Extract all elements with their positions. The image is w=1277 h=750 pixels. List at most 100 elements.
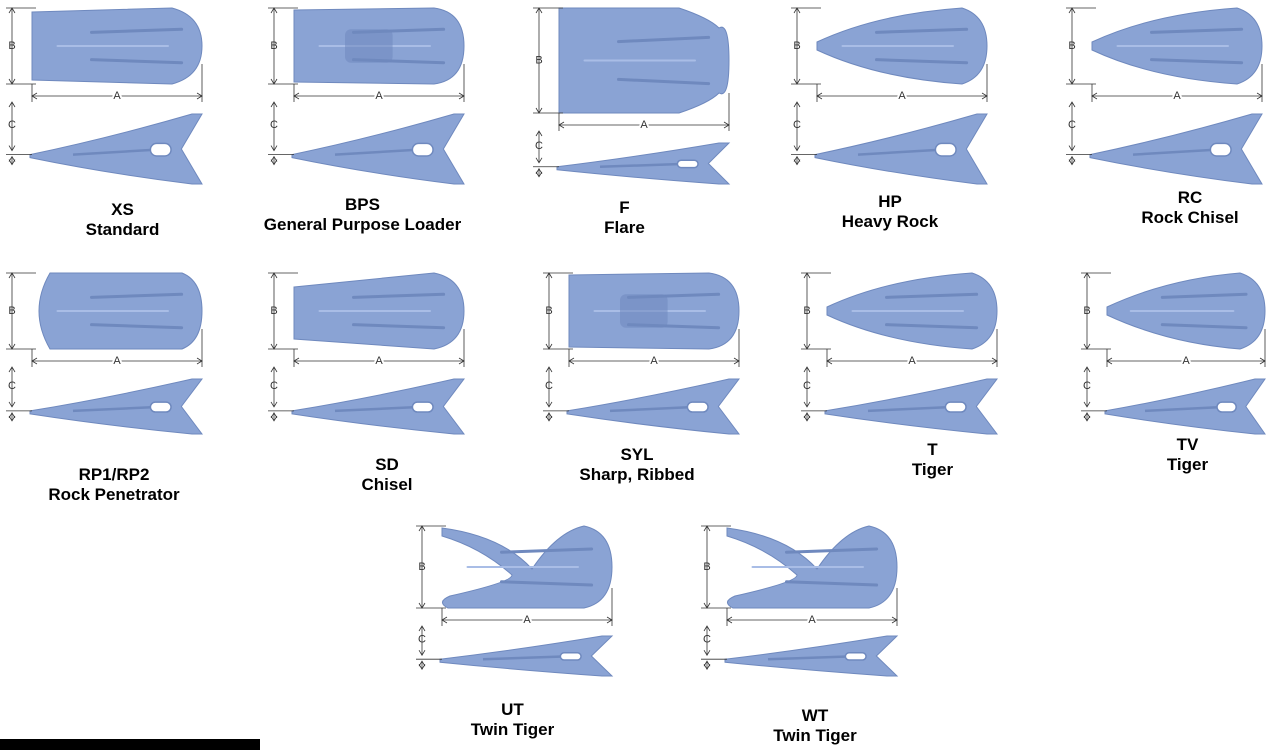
dimension-label-a: A bbox=[113, 355, 121, 367]
arrow-head bbox=[545, 415, 553, 422]
arrow-head bbox=[703, 602, 711, 609]
arrow-head bbox=[196, 92, 203, 100]
tooth-ut-caption: UT Twin Tiger bbox=[415, 700, 610, 740]
arrow-head bbox=[703, 660, 711, 667]
tooth-body bbox=[814, 113, 988, 185]
side-view bbox=[1104, 378, 1266, 435]
top-view bbox=[38, 272, 203, 350]
tooth-rc-drawing: BAC bbox=[1066, 7, 1263, 185]
dimension-label-c: C bbox=[8, 380, 16, 392]
arrow-head bbox=[418, 663, 426, 670]
arrow-head bbox=[8, 401, 16, 408]
dimension-label-c: C bbox=[535, 140, 543, 152]
dimension-label-c: C bbox=[1068, 119, 1076, 131]
top-view bbox=[441, 525, 613, 609]
tooth-t-caption: T Tiger bbox=[835, 440, 1030, 480]
arrow-head bbox=[31, 357, 38, 365]
top-view bbox=[1091, 7, 1263, 85]
tooth-name: Tiger bbox=[911, 460, 954, 479]
arrow-head bbox=[1083, 272, 1091, 279]
arrow-head bbox=[535, 171, 543, 178]
tooth-bps-caption: BPS General Purpose Loader bbox=[250, 195, 475, 235]
dimension-label-b: B bbox=[270, 305, 277, 317]
side-view bbox=[556, 142, 731, 185]
tooth-ridge bbox=[617, 35, 711, 44]
tooth-ridge bbox=[875, 58, 969, 65]
tooth-rp1-rp2-caption: RP1/RP2 Rock Penetrator bbox=[0, 465, 228, 505]
top-view bbox=[293, 7, 465, 85]
tooth-name: General Purpose Loader bbox=[263, 215, 462, 234]
pin-hole bbox=[676, 159, 699, 169]
dimension-label-a: A bbox=[908, 355, 916, 367]
dimension-label-c: C bbox=[1083, 380, 1091, 392]
arrow-head bbox=[1083, 366, 1091, 373]
tooth-wt-caption: WT Twin Tiger bbox=[700, 706, 930, 746]
tooth-f-drawing: B A C bbox=[533, 7, 731, 185]
tooth-code: TV bbox=[1176, 435, 1199, 454]
tooth-xs-drawing: BAC bbox=[6, 7, 203, 185]
dimension-label-b: B bbox=[8, 305, 15, 317]
arrow-head bbox=[545, 412, 553, 419]
tooth-code: RP1/RP2 bbox=[78, 465, 150, 484]
tooth-code: SYL bbox=[620, 445, 654, 464]
tooth-name: Rock Chisel bbox=[1141, 208, 1239, 227]
arrow-head bbox=[270, 7, 278, 14]
tooth-ridge bbox=[885, 292, 979, 299]
arrow-head bbox=[8, 78, 16, 85]
dimension-label-c: C bbox=[545, 380, 553, 392]
arrow-head bbox=[723, 121, 730, 129]
arrow-head bbox=[703, 525, 711, 532]
tooth-ridge bbox=[500, 580, 594, 587]
tooth-sd-drawing: BAC bbox=[268, 272, 466, 435]
pin-hole bbox=[149, 401, 172, 413]
arrow-head bbox=[458, 92, 465, 100]
arrow-head bbox=[270, 78, 278, 85]
arrow-head bbox=[793, 145, 801, 152]
tooth-rp1-rp2: B A C RP1/RP2 Rock Penetrator bbox=[0, 265, 230, 510]
arrow-head bbox=[535, 168, 543, 174]
tooth-name: Chisel bbox=[361, 475, 413, 494]
dimension-label-c: C bbox=[803, 380, 811, 392]
top-view bbox=[826, 272, 998, 350]
arrow-head bbox=[8, 272, 16, 279]
arrow-head bbox=[418, 625, 426, 632]
arrow-head bbox=[545, 272, 553, 279]
arrow-head bbox=[803, 366, 811, 373]
tooth-code: T bbox=[927, 440, 938, 459]
top-view bbox=[1106, 272, 1266, 350]
tooth-name: Twin Tiger bbox=[470, 720, 555, 739]
top-view bbox=[816, 7, 988, 85]
dimension-label-a: A bbox=[640, 119, 648, 131]
dimension-label-a: A bbox=[113, 90, 121, 102]
dimension-label-a: A bbox=[1173, 90, 1181, 102]
pin-hole bbox=[149, 142, 172, 157]
top-view bbox=[31, 7, 203, 85]
arrow-head bbox=[558, 121, 565, 129]
arrow-head bbox=[8, 101, 16, 108]
tooth-ut-drawing: BAC bbox=[416, 525, 614, 677]
arrow-head bbox=[1106, 357, 1113, 365]
dimension-label-b: B bbox=[545, 305, 552, 317]
tooth-tv-drawing: BAC bbox=[1081, 272, 1266, 435]
tooth-name: Tiger bbox=[1166, 455, 1209, 474]
tooth-code: WT bbox=[801, 706, 829, 725]
arrow-head bbox=[270, 272, 278, 279]
dimension-label-c: C bbox=[418, 634, 426, 646]
tooth-hp-drawing: BAC bbox=[791, 7, 988, 185]
tooth-sd-caption: SD Chisel bbox=[287, 455, 487, 495]
arrow-head bbox=[803, 412, 811, 419]
arrow-head bbox=[293, 92, 300, 100]
arrow-head bbox=[1083, 343, 1091, 350]
arrow-head bbox=[981, 92, 988, 100]
arrow-head bbox=[1068, 78, 1076, 85]
dimension-label-b: B bbox=[535, 54, 542, 66]
arrow-head bbox=[703, 625, 711, 632]
arrow-head bbox=[1068, 155, 1076, 162]
pin-hole bbox=[411, 401, 434, 413]
dimension-label-a: A bbox=[808, 614, 816, 626]
arrow-head bbox=[606, 616, 613, 624]
dimension-label-c: C bbox=[793, 119, 801, 131]
